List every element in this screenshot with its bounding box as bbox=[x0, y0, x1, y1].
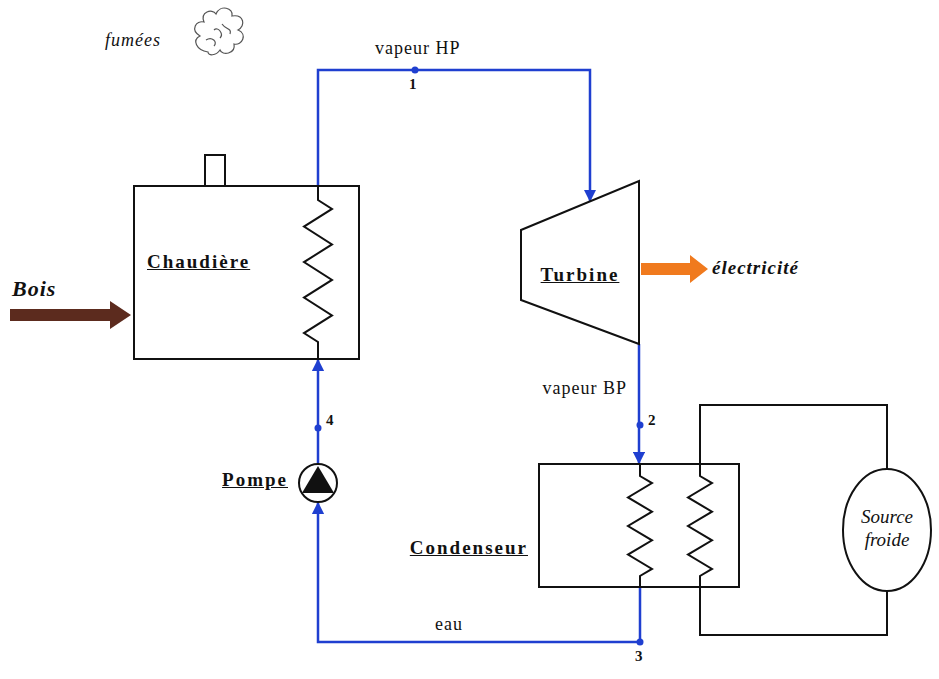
callout-number: 3 bbox=[635, 648, 644, 665]
boiler-box: Chaudière bbox=[133, 185, 360, 360]
pump-symbol-outline bbox=[298, 463, 338, 503]
node-label: Condenseur bbox=[410, 537, 528, 559]
coolant-loop bbox=[700, 405, 887, 468]
edge-label: vapeur HP bbox=[372, 38, 463, 59]
turbine-shape-outline bbox=[520, 180, 640, 345]
callout-number: 1 bbox=[409, 76, 418, 93]
state-point bbox=[412, 67, 419, 74]
steam-pipe bbox=[318, 503, 640, 642]
condenser-box: Condenseur bbox=[538, 463, 740, 588]
cold-source: Source froide bbox=[842, 468, 932, 592]
coolant-loop bbox=[700, 588, 887, 635]
wood-arrow bbox=[10, 301, 131, 329]
steam-pipe bbox=[318, 70, 590, 201]
fuel-label: Bois bbox=[12, 276, 56, 302]
state-point bbox=[637, 422, 644, 429]
boiler-coil bbox=[304, 186, 332, 359]
pump-symbol: Pompe bbox=[298, 463, 338, 503]
condenser-coil bbox=[628, 464, 652, 587]
callout-number: 2 bbox=[648, 412, 657, 429]
edge-label: vapeur BP bbox=[540, 378, 631, 399]
node-label: Pompe bbox=[222, 469, 288, 491]
steam-pipe bbox=[638, 344, 641, 463]
state-point bbox=[637, 639, 644, 646]
node-label: Turbine bbox=[520, 264, 640, 286]
node-label: Source froide bbox=[847, 506, 927, 552]
edge-label: eau bbox=[432, 614, 466, 635]
electricity-arrow bbox=[641, 255, 708, 283]
smoke-cloud bbox=[195, 8, 243, 55]
output-label: électricité bbox=[712, 257, 799, 279]
smoke-label: fumées bbox=[105, 30, 161, 51]
turbine-shape: Turbine bbox=[520, 180, 640, 345]
steam-pipe bbox=[317, 360, 320, 463]
condenser-coil bbox=[688, 464, 712, 587]
node-label: Chaudière bbox=[147, 251, 250, 273]
chimney bbox=[205, 155, 225, 186]
callout-number: 4 bbox=[326, 412, 335, 429]
state-point bbox=[315, 425, 322, 432]
